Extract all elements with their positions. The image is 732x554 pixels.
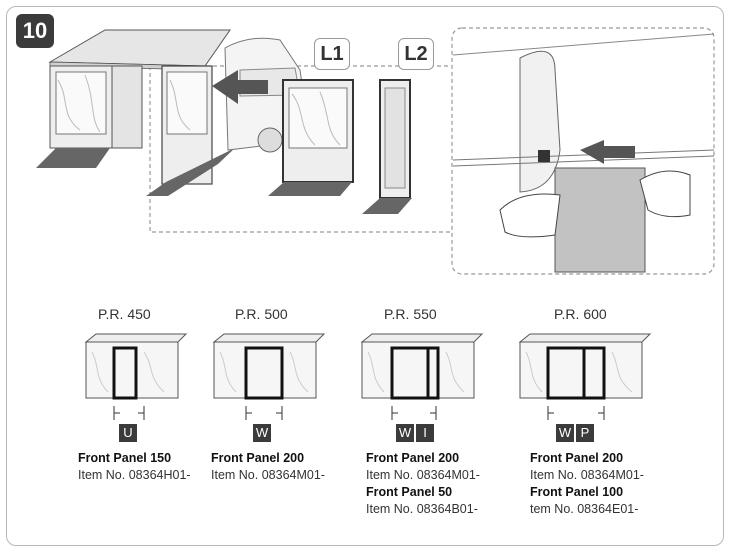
panel-badge: P	[576, 424, 594, 442]
pr-label: P.R. 500	[235, 306, 288, 322]
panel-badge: W	[253, 424, 271, 442]
item-number: Item No. 08364M01-	[366, 468, 480, 482]
label-l2: L2	[398, 38, 434, 70]
item-number: Item No. 08364M01-	[211, 468, 325, 482]
rail-detail	[452, 33, 715, 273]
panel-info: Front Panel 150 Item No. 08364H01-	[78, 450, 191, 484]
panel-l2	[362, 79, 412, 214]
panel-badge: W	[396, 424, 414, 442]
item-number: Item No. 08364M01-	[530, 468, 644, 482]
panel-info: Front Panel 200 Item No. 08364M01- Front…	[366, 450, 480, 518]
panel-info: Front Panel 200 Item No. 08364M01- Front…	[530, 450, 644, 518]
panel-badge: U	[119, 424, 137, 442]
item-number: tem No. 08364E01-	[530, 502, 639, 516]
awning-thumbnail	[360, 333, 484, 400]
panel-badge: W	[556, 424, 574, 442]
awning-thumbnail	[84, 333, 188, 400]
panel-info: Front Panel 200 Item No. 08364M01-	[211, 450, 325, 484]
label-l1: L1	[314, 38, 350, 70]
panel-badges: W	[253, 424, 273, 442]
pr-label: P.R. 450	[98, 306, 151, 322]
panel-name: Front Panel 100	[530, 485, 624, 499]
pr-label: P.R. 600	[554, 306, 607, 322]
panel-name: Front Panel 50	[366, 485, 453, 499]
awning-thumbnail	[212, 333, 326, 400]
panel-name: Front Panel 200	[366, 451, 460, 465]
step-number: 10	[16, 14, 54, 48]
panel-l1	[268, 79, 354, 196]
figure-frame	[6, 6, 724, 546]
panel-name: Front Panel 150	[78, 451, 172, 465]
panel-badges: U	[119, 424, 139, 442]
item-number: Item No. 08364B01-	[366, 502, 478, 516]
pr-label: P.R. 550	[384, 306, 437, 322]
installation-illustration	[36, 27, 715, 275]
panel-name: Front Panel 200	[211, 451, 305, 465]
awning	[36, 29, 235, 196]
awning-thumbnail	[518, 333, 652, 400]
dimension-markers	[113, 406, 605, 420]
panel-badge: I	[416, 424, 434, 442]
item-number: Item No. 08364H01-	[78, 468, 191, 482]
insert-arrow	[212, 70, 268, 104]
panel-name: Front Panel 200	[530, 451, 624, 465]
